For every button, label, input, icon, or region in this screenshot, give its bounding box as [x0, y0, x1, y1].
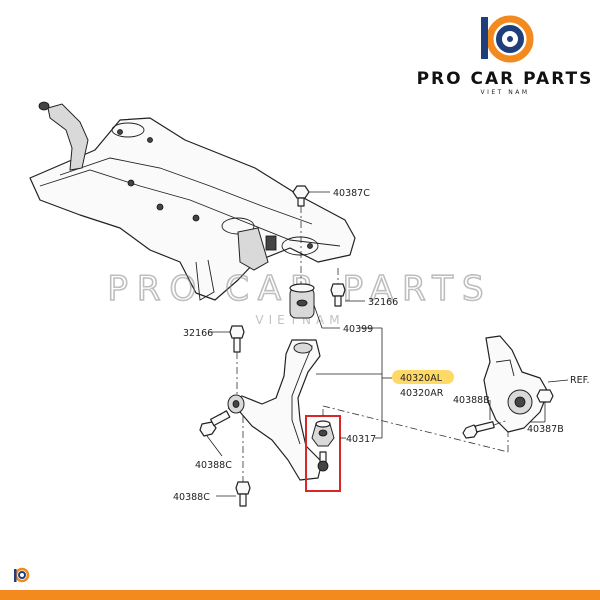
bolt-40388c-upper: 40388C — [195, 405, 233, 471]
label-40388c-1: 40388C — [195, 460, 232, 471]
label-40320al: 40320AL — [400, 373, 443, 384]
ball-joint-40317: 40317 — [305, 415, 376, 492]
label-40399: 40399 — [343, 324, 373, 335]
bushing-40399 — [289, 283, 315, 319]
label-ref: REF. — [570, 375, 590, 386]
brand-country: VIET NAM — [480, 89, 529, 96]
bolt-40388b: 40388B — [453, 395, 509, 439]
label-40388c-2: 40388C — [173, 492, 210, 503]
watermark-sub: VIETNAM — [255, 313, 344, 327]
footer-bar — [0, 567, 600, 600]
lower-arm-40320al — [227, 339, 323, 481]
bolt-40388c-lower: 40388C — [173, 416, 251, 507]
logo-icon — [481, 15, 534, 63]
brand-name: PRO CAR PARTS — [417, 69, 594, 89]
label-40320-group: 40320AL 40320AR — [392, 370, 454, 399]
steering-knuckle-ref: REF. — [483, 335, 590, 433]
footer-logo-icon — [14, 567, 30, 583]
label-32166-left: 32166 — [183, 328, 213, 339]
callout-bracket — [316, 327, 392, 439]
crossmember-32162 — [29, 101, 356, 301]
bolt-32166-left: 32166 — [183, 325, 245, 400]
label-40320ar: 40320AR — [400, 388, 444, 399]
label-40388b: 40388B — [453, 395, 490, 406]
label-40317: 40317 — [346, 434, 376, 445]
nut-40387b: 40387B — [527, 389, 564, 435]
label-40387b: 40387B — [527, 424, 564, 435]
label-highlight — [392, 370, 454, 384]
brand-logo: PRO CAR PARTS VIET NAM — [417, 15, 594, 96]
assembly-dash-lines — [322, 405, 509, 453]
nut-40387c: 40387C — [292, 185, 370, 286]
label-40387c: 40387C — [333, 188, 370, 199]
label-32166-right: 32166 — [368, 297, 398, 308]
bolt-32166-right: 32166 — [330, 268, 398, 308]
